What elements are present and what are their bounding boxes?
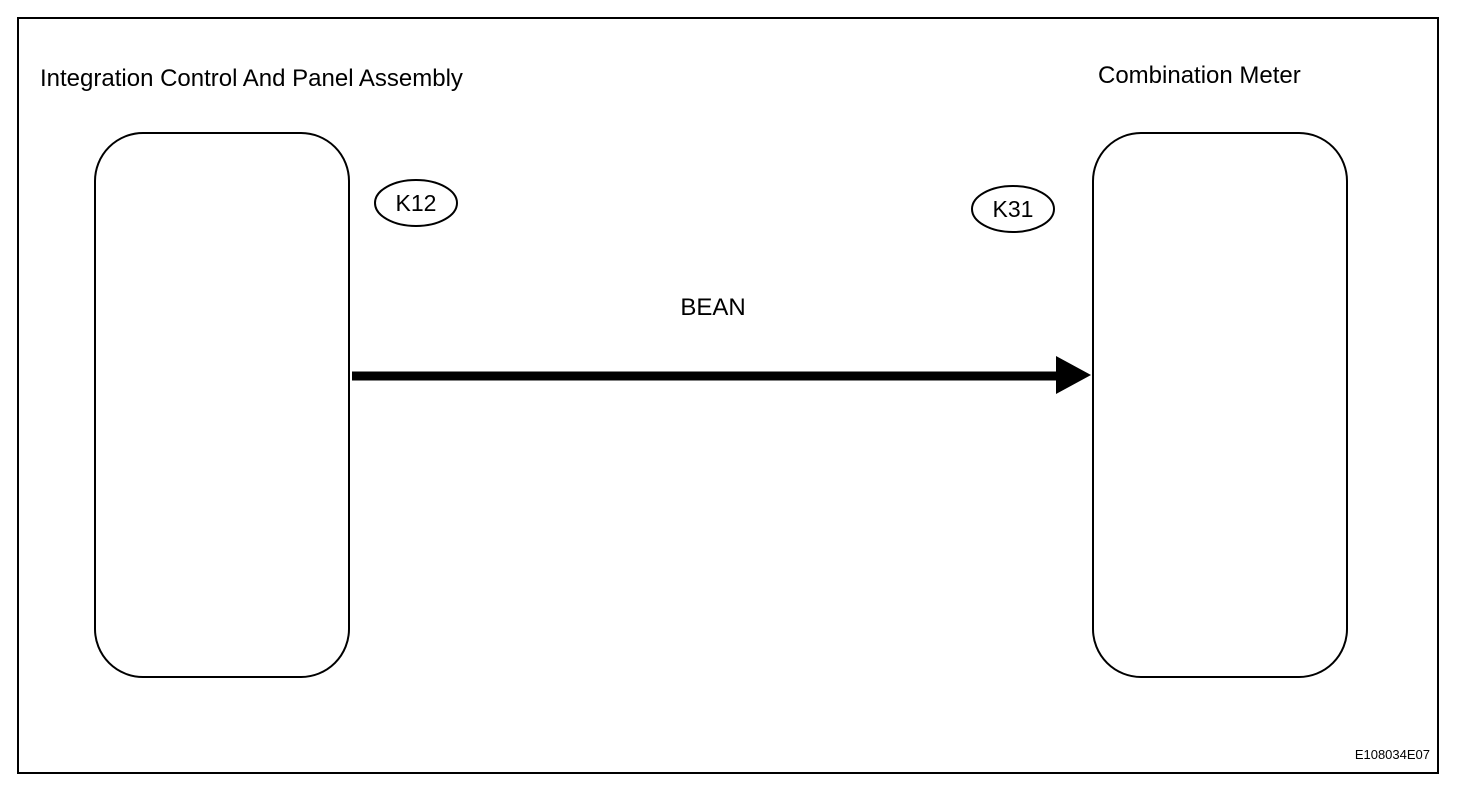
bean-connection-arrow [352,356,1091,394]
arrowhead-icon [1056,356,1091,394]
right-component-label: Combination Meter [1098,62,1301,89]
right-component-box [1092,132,1348,678]
figure-code: E108034E07 [1355,747,1430,762]
left-connector-badge: K12 [374,179,458,227]
right-connector-badge: K31 [971,185,1055,233]
right-connector-ellipse [971,185,1055,233]
right-connector-label: K31 [993,196,1034,222]
left-component-label: Integration Control And Panel Assembly [40,65,463,92]
left-component-box [94,132,350,678]
connection-label: BEAN [680,294,745,321]
left-connector-ellipse [374,179,458,227]
diagram-frame [17,17,1439,774]
left-connector-label: K12 [396,190,437,216]
